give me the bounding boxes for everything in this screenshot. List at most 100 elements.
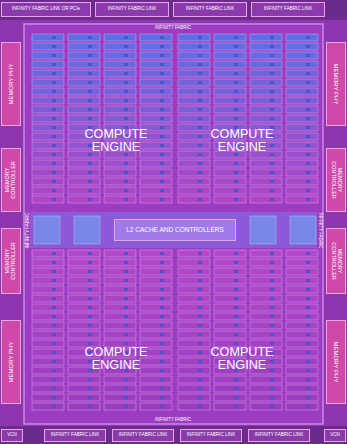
cu-detail [88, 369, 92, 372]
compute-unit [214, 385, 246, 392]
cu-detail [234, 45, 238, 48]
compute-unit [178, 313, 210, 320]
compute-unit [250, 79, 282, 86]
cu-detail [160, 90, 164, 93]
cu-detail [234, 333, 238, 336]
cu-detail [124, 306, 128, 309]
cu-detail [124, 288, 128, 291]
compute-unit [140, 304, 172, 311]
cu-detail [52, 324, 56, 327]
compute-unit [250, 394, 282, 401]
cu-detail [52, 279, 56, 282]
compute-unit [68, 106, 100, 113]
compute-unit [68, 178, 100, 185]
cu-detail [124, 63, 128, 66]
compute-unit [140, 259, 172, 266]
compute-unit [68, 187, 100, 194]
cu-detail [306, 153, 310, 156]
io-link-box: INFINITY FABRIC LINK [251, 2, 325, 17]
compute-unit [140, 295, 172, 302]
io-link-box: INFINITY FABRIC LINK OR PCIe [1, 2, 91, 17]
memory-controller: MEMORY CONTROLLER [326, 228, 346, 294]
compute-unit [68, 97, 100, 104]
cu-detail [270, 396, 274, 399]
compute-unit [32, 43, 64, 50]
cu-detail [160, 171, 164, 174]
compute-unit [104, 52, 136, 59]
cu-detail [270, 333, 274, 336]
cache-block [290, 216, 316, 244]
compute-unit [104, 88, 136, 95]
cu-detail [52, 171, 56, 174]
cu-detail [306, 405, 310, 408]
compute-unit [286, 142, 318, 149]
cu-detail [306, 324, 310, 327]
cu-detail [124, 189, 128, 192]
compute-unit [250, 277, 282, 284]
cu-detail [306, 126, 310, 129]
cu-detail [52, 36, 56, 39]
compute-unit [286, 259, 318, 266]
cache-block [74, 216, 100, 244]
cu-detail [270, 144, 274, 147]
cu-detail [234, 180, 238, 183]
memory-phy: MEMORY PHY [1, 320, 21, 404]
cu-detail [306, 144, 310, 147]
block-label: L2 CACHE AND CONTROLLERS [126, 227, 224, 234]
compute-unit [178, 88, 210, 95]
cu-detail [270, 189, 274, 192]
compute-unit [250, 403, 282, 410]
compute-unit [32, 178, 64, 185]
cu-detail [160, 180, 164, 183]
compute-unit [68, 250, 100, 257]
compute-unit [140, 151, 172, 158]
compute-unit [178, 259, 210, 266]
bottom-io-strip [0, 426, 347, 444]
cu-detail [52, 54, 56, 57]
compute-unit [32, 358, 64, 365]
cu-detail [124, 81, 128, 84]
compute-unit [286, 367, 318, 374]
compute-unit [178, 178, 210, 185]
cu-detail [306, 54, 310, 57]
cu-detail [160, 360, 164, 363]
compute-unit [140, 385, 172, 392]
block-label: INFINITY FABRIC LINK [187, 433, 235, 438]
cu-detail [306, 198, 310, 201]
cu-detail [198, 162, 202, 165]
compute-unit [104, 196, 136, 203]
compute-unit [178, 61, 210, 68]
cu-detail [124, 117, 128, 120]
cu-detail [306, 90, 310, 93]
compute-unit [32, 394, 64, 401]
cu-detail [234, 342, 238, 345]
cu-detail [88, 171, 92, 174]
compute-unit [286, 61, 318, 68]
cu-detail [234, 324, 238, 327]
cu-detail [160, 144, 164, 147]
cu-detail [160, 108, 164, 111]
cu-detail [270, 81, 274, 84]
cu-detail [124, 378, 128, 381]
cu-detail [198, 333, 202, 336]
compute-unit [250, 34, 282, 41]
cu-detail [198, 117, 202, 120]
block-label: VCN [7, 433, 17, 438]
cu-detail [270, 279, 274, 282]
top-io-strip [0, 0, 347, 20]
compute-unit [214, 88, 246, 95]
cu-detail [52, 306, 56, 309]
l2-cache-box: L2 CACHE AND CONTROLLERS [114, 219, 236, 241]
cu-detail [88, 342, 92, 345]
compute-unit [140, 169, 172, 176]
cu-detail [270, 171, 274, 174]
compute-unit [178, 52, 210, 59]
compute-unit [250, 376, 282, 383]
compute-unit [250, 61, 282, 68]
cu-detail [306, 189, 310, 192]
cu-detail [52, 135, 56, 138]
cu-detail [52, 180, 56, 183]
cu-detail [306, 36, 310, 39]
block-label: MEMORY CONTROLLER [5, 151, 17, 209]
compute-unit [140, 403, 172, 410]
